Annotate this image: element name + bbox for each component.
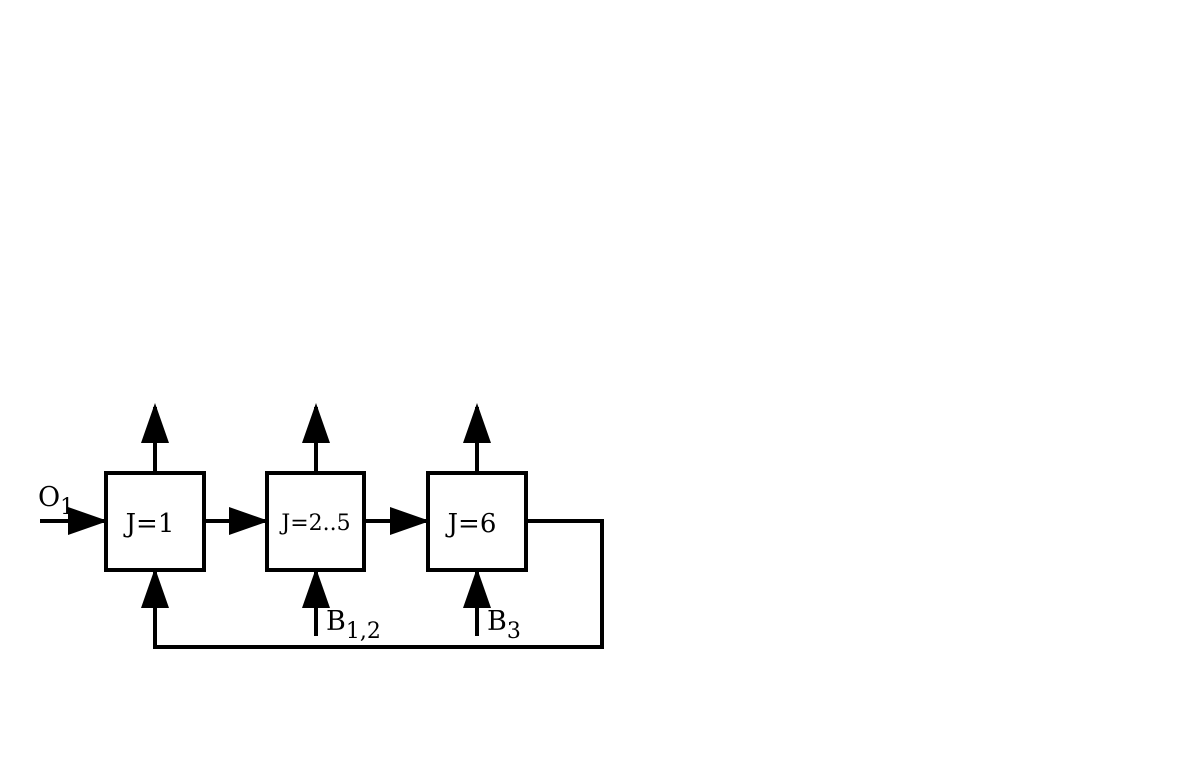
input-label-b3-sub: 3 — [507, 619, 521, 644]
input-label-o1-sub: 1 — [60, 495, 74, 520]
block-j1-label: J=1 — [123, 509, 175, 539]
input-label-b3-base: B — [487, 606, 507, 637]
block-j2-5-label: J=2..5 — [279, 511, 350, 536]
block-j6-label: J=6 — [445, 509, 497, 539]
feedback-loop-line — [141, 519, 604, 649]
input-label-o1-base: O — [38, 482, 60, 513]
input-label-o1: O1 — [38, 482, 74, 520]
input-label-b3: B3 — [487, 606, 521, 644]
input-label-b12-base: B — [326, 606, 346, 637]
input-label-b12: B1,2 — [326, 606, 381, 644]
input-label-b12-sub: 1,2 — [346, 619, 381, 644]
